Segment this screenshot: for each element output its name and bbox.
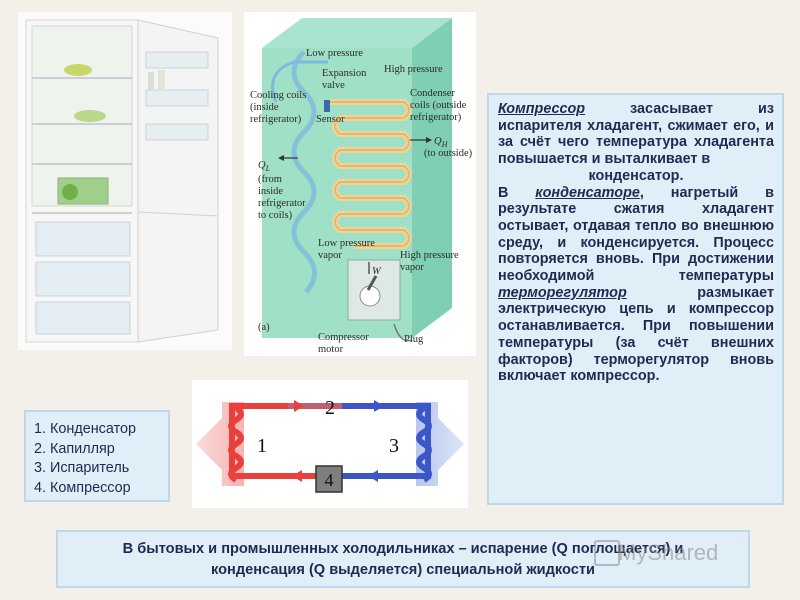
fridge-photo xyxy=(18,12,232,350)
label-condenser-3: refrigerator) xyxy=(410,112,462,123)
watermark-text: MyShared xyxy=(618,540,719,565)
cycle-label-4: 4 xyxy=(325,470,334,490)
label-low-pressure: Low pressure xyxy=(306,48,363,59)
legend-item-compressor: 4. Компрессор xyxy=(34,479,131,496)
legend-box: 1. Конденсатор 2. Капилляр 3. Испаритель… xyxy=(24,410,170,502)
label-qh: QH xyxy=(434,136,449,149)
label-fig-a: (a) xyxy=(258,322,270,333)
label-w: W xyxy=(372,266,382,277)
legend-item-evaporator: 3. Испаритель xyxy=(34,460,130,476)
refrigeration-cycle-diagram: 4 1 2 3 xyxy=(192,380,468,508)
cycle-label-2: 2 xyxy=(325,397,335,419)
refrigerator-schematic: Low pressure Expansion valve High pressu… xyxy=(244,12,476,356)
term-condenser: конденсаторе xyxy=(535,184,640,201)
description-text-3: размыкает электрическую цепь и компрессо… xyxy=(498,284,774,385)
cycle-label-1: 1 xyxy=(257,435,267,457)
cycle-diagram: 4 1 2 3 xyxy=(196,397,464,493)
label-expansion-valve-2: valve xyxy=(322,80,345,91)
watermark-icon xyxy=(594,540,620,566)
label-cooling-coils-1: Cooling coils xyxy=(250,90,306,101)
description-text-1: засасывает из испарителя хладагент, сжим… xyxy=(498,101,774,168)
term-compressor: Компрессор xyxy=(498,101,586,117)
bottom-line-1: В бытовых и промышленных холодильниках –… xyxy=(122,541,684,557)
label-high-vapor-1: High pressure xyxy=(400,250,459,261)
label-expansion-valve-1: Expansion xyxy=(322,68,367,79)
label-sensor: Sensor xyxy=(316,114,345,125)
label-ql-1: (from xyxy=(258,174,282,185)
label-ql-2: inside xyxy=(258,186,283,197)
description-text-2: , нагретый в результате сжатия хладагент… xyxy=(498,184,774,285)
cycle-label-3: 3 xyxy=(389,435,399,457)
label-high-pressure: High pressure xyxy=(384,64,443,75)
legend-list: 1. Конденсатор 2. Капилляр 3. Испаритель… xyxy=(34,420,160,498)
legend-item-capillary: 2. Капилляр xyxy=(34,440,115,457)
label-compressor-1: Compressor xyxy=(318,332,369,343)
label-ql: QL xyxy=(258,160,271,173)
description-paragraph-1: Компрессор засасывает из испарителя хлад… xyxy=(498,101,774,168)
label-cooling-coils-2: (inside xyxy=(250,102,279,113)
label-low-vapor-2: vapor xyxy=(318,250,342,261)
bottom-line-2: конденсация (Q выделяется) специальной ж… xyxy=(210,562,595,578)
label-ql-4: to coils) xyxy=(258,210,293,221)
description-paragraph-2: В конденсаторе, нагретый в результате сж… xyxy=(498,185,774,385)
description-end-1: конденсатор. xyxy=(588,167,684,184)
legend-item-condenser: 1. Конденсатор xyxy=(34,421,136,437)
description-box: Компрессор засасывает из испарителя хлад… xyxy=(487,93,784,505)
label-high-vapor-2: vapor xyxy=(400,262,424,273)
label-plug: Plug xyxy=(404,334,424,345)
label-qh-note: (to outside) xyxy=(424,148,473,159)
label-condenser-1: Condenser xyxy=(410,88,455,99)
label-compressor-2: motor xyxy=(318,344,344,355)
fridge-illustration xyxy=(25,19,219,343)
bottom-statement: В бытовых и промышленных холодильниках –… xyxy=(56,530,750,588)
description-pre-2: В xyxy=(498,184,536,201)
label-cooling-coils-3: refrigerator) xyxy=(250,114,302,125)
schematic-diagram: Low pressure Expansion valve High pressu… xyxy=(250,18,473,355)
label-low-vapor-1: Low pressure xyxy=(318,238,375,249)
label-condenser-2: coils (outside xyxy=(410,100,467,111)
term-thermostat: терморегулятор xyxy=(498,284,627,301)
label-ql-3: refrigerator xyxy=(258,198,306,209)
